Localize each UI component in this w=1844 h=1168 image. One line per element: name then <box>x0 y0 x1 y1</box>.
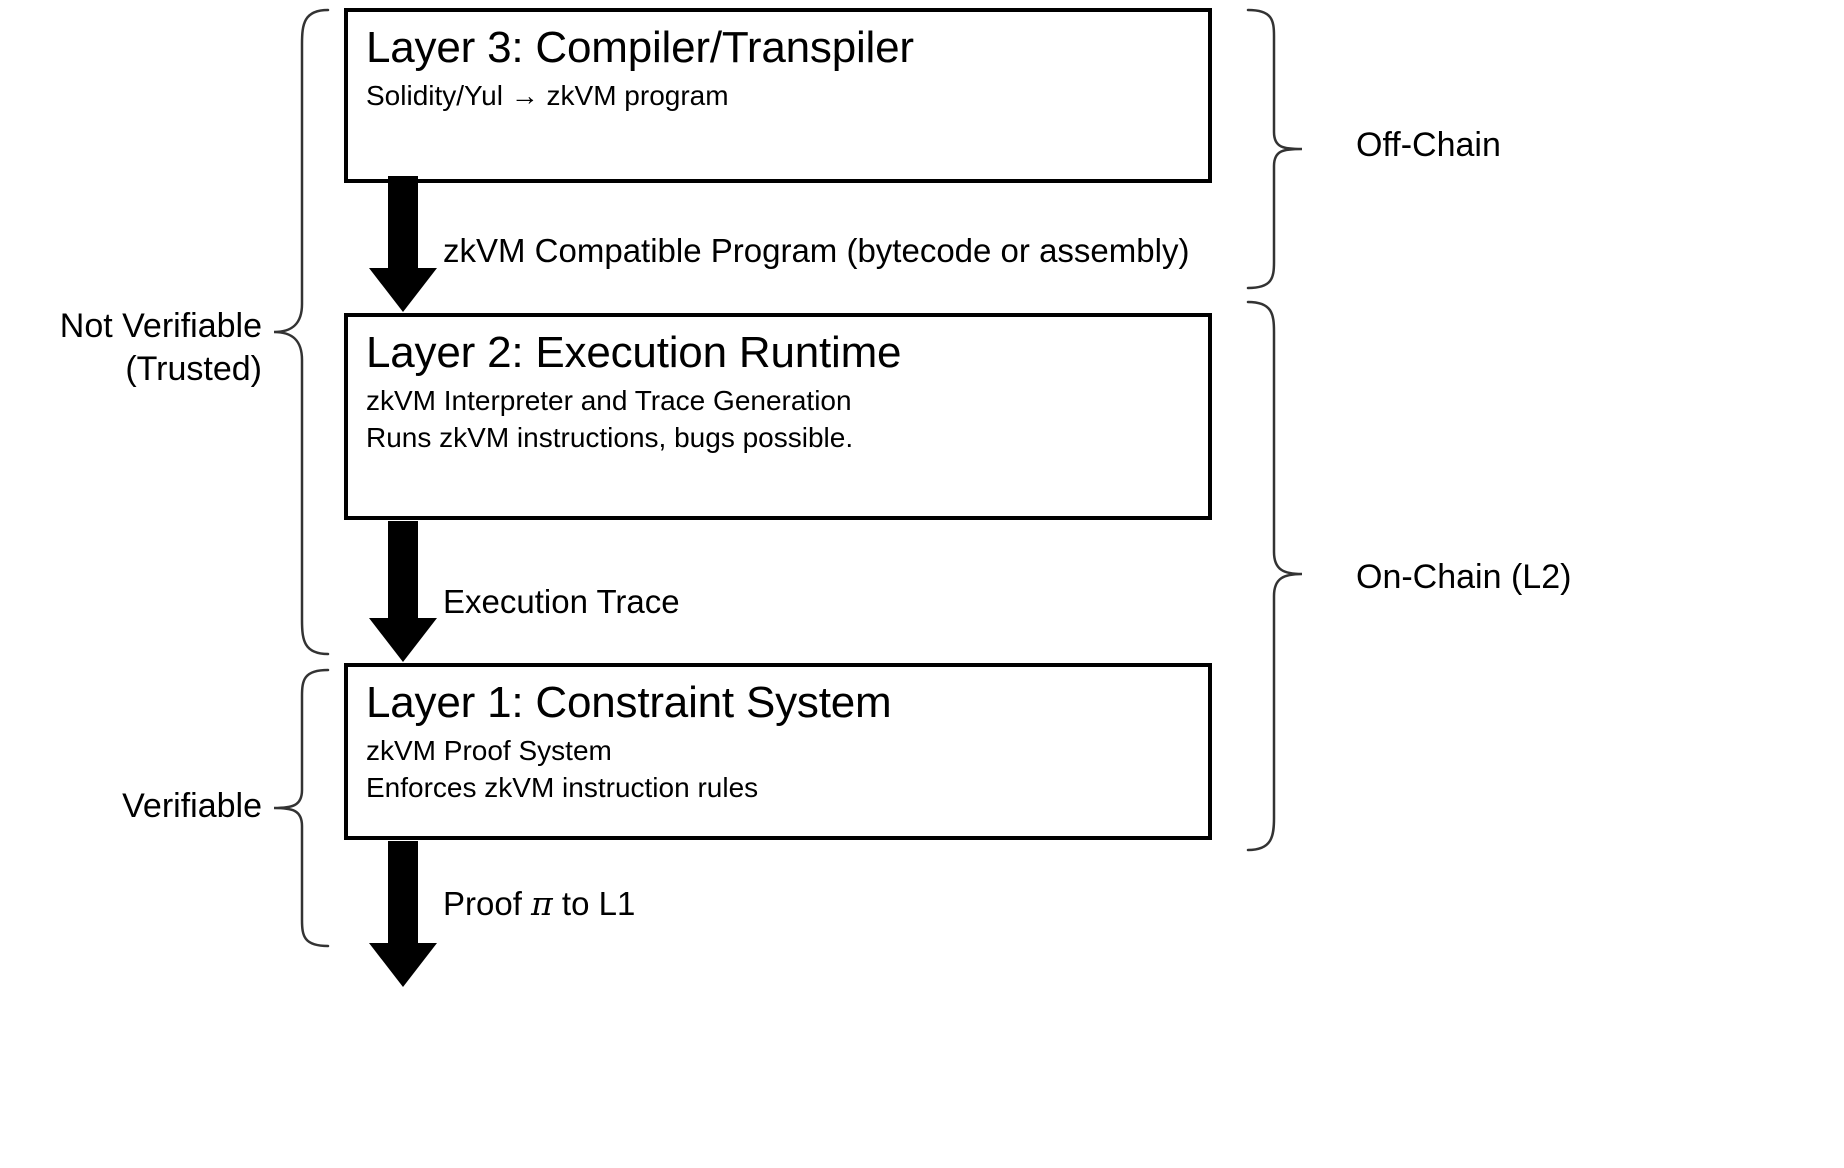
arrow-layer2-to-layer1-label: Execution Trace <box>443 583 680 620</box>
arrow-head <box>369 618 437 662</box>
arrow-layer1-to-l1-output-label: Proof π to L1 <box>443 884 635 924</box>
arrow-layer3-to-layer2 <box>369 176 437 312</box>
layer-2-box[interactable]: Layer 2: Execution Runtime zkVM Interpre… <box>344 313 1212 520</box>
left-annotation-verifiable: Verifiable <box>10 785 262 828</box>
proof-label-suffix: to L1 <box>552 885 636 922</box>
layer-3-title: Layer 3: Compiler/Transpiler <box>366 23 914 72</box>
left-brace-verifiable <box>272 668 330 948</box>
arrow-layer2-to-layer1 <box>369 521 437 662</box>
right-annotation-off-chain: Off-Chain <box>1356 124 1501 167</box>
left-brace-not-verifiable <box>272 8 330 656</box>
layer-2-subline-1: zkVM Interpreter and Trace Generation <box>366 384 852 416</box>
right-annotation-off-chain-label: Off-Chain <box>1356 126 1501 164</box>
arrow-layer1-to-l1-output <box>369 841 437 987</box>
right-annotation-on-chain: On-Chain (L2) <box>1356 556 1571 599</box>
right-brace-off-chain <box>1246 8 1304 290</box>
arrow-head <box>369 268 437 312</box>
arrow-head <box>369 943 437 987</box>
pi-symbol: π <box>531 884 553 923</box>
layer-2-title: Layer 2: Execution Runtime <box>366 328 902 377</box>
arrow-layer3-to-layer2-label: zkVM Compatible Program (bytecode or ass… <box>443 232 1190 269</box>
layer-1-box[interactable]: Layer 1: Constraint System zkVM Proof Sy… <box>344 663 1212 840</box>
left-annotation-not-verifiable-line-2: (Trusted) <box>125 349 262 388</box>
left-annotation-verifiable-line-1: Verifiable <box>122 787 262 825</box>
arrow-shaft <box>388 841 418 945</box>
arrow-shaft <box>388 176 418 270</box>
layer-3-box[interactable]: Layer 3: Compiler/Transpiler Solidity/Yu… <box>344 8 1212 183</box>
proof-label-prefix: Proof <box>443 885 532 922</box>
layer-1-subline-2: Enforces zkVM instruction rules <box>366 771 759 803</box>
arrow-shaft <box>388 521 418 620</box>
layer-3-subline-1: Solidity/Yul → zkVM program <box>366 79 729 111</box>
layer-2-subline-2: Runs zkVM instructions, bugs possible. <box>366 421 854 453</box>
layer-1-title: Layer 1: Constraint System <box>366 678 892 727</box>
right-brace-on-chain <box>1246 300 1304 852</box>
left-annotation-not-verifiable-line-1: Not Verifiable <box>59 307 262 345</box>
layer-1-subline-1: zkVM Proof System <box>366 734 612 766</box>
right-annotation-on-chain-label: On-Chain (L2) <box>1356 558 1572 596</box>
left-annotation-not-verifiable: Not Verifiable (Trusted) <box>10 305 262 390</box>
